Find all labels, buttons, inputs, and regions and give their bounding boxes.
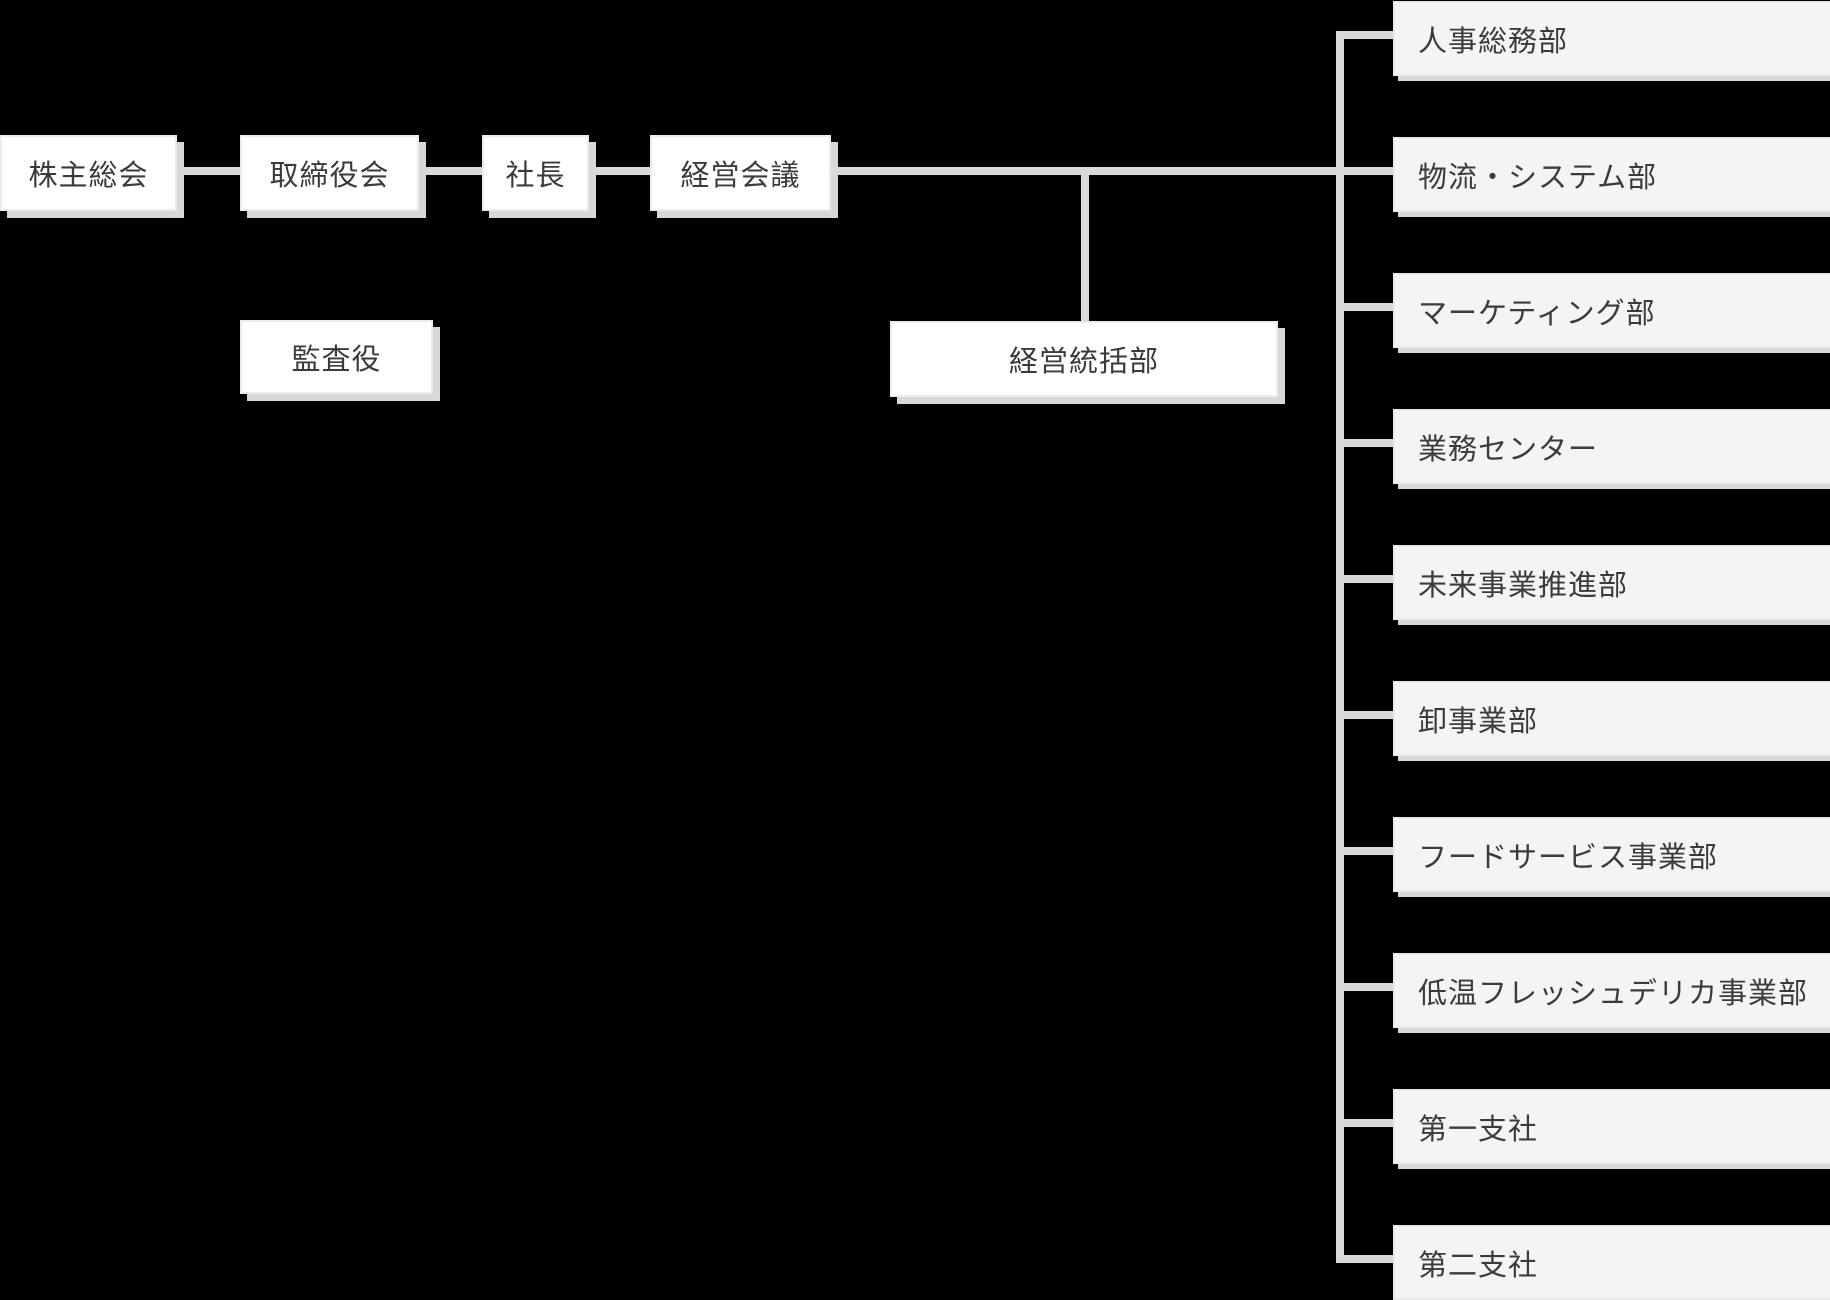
connector-trunk-department	[1344, 847, 1393, 855]
connector-trunk-department	[1344, 167, 1393, 175]
node-department: 人事総務部	[1393, 1, 1830, 76]
node-department: 第一支社	[1393, 1089, 1830, 1164]
node-board-of-directors: 取締役会	[240, 135, 419, 211]
node-label: 株主総会	[28, 160, 149, 192]
node-president: 社長	[482, 135, 589, 211]
connector-shareholders-board	[177, 167, 240, 175]
node-shareholders-meeting: 株主総会	[0, 135, 177, 211]
department-label: 物流・システム部	[1418, 161, 1658, 194]
department-label: 第一支社	[1418, 1113, 1539, 1146]
department-label: フードサービス事業部	[1418, 841, 1719, 874]
node-label: 監査役	[291, 344, 382, 376]
node-department: マーケティング部	[1393, 273, 1830, 348]
department-label: 未来事業推進部	[1418, 569, 1629, 602]
connector-trunk-department	[1344, 31, 1393, 39]
connector-board-president	[419, 167, 482, 175]
node-management-division: 経営統括部	[890, 321, 1278, 397]
connector-president-meeting	[589, 167, 650, 175]
node-department: 未来事業推進部	[1393, 545, 1830, 620]
node-department: 低温フレッシュデリカ事業部	[1393, 953, 1830, 1028]
department-label: 卸事業部	[1418, 705, 1539, 738]
connector-trunk-department	[1344, 1119, 1393, 1127]
connector-meeting-management-division	[1081, 171, 1089, 321]
node-management-meeting: 経営会議	[650, 135, 831, 211]
connector-trunk-department	[1344, 439, 1393, 447]
node-label: 経営会議	[680, 160, 801, 192]
node-department: 業務センター	[1393, 409, 1830, 484]
node-department: 第二支社	[1393, 1225, 1830, 1300]
node-label: 社長	[505, 160, 566, 192]
node-label: 取締役会	[269, 160, 390, 192]
node-department: 物流・システム部	[1393, 137, 1830, 212]
connector-trunk-department	[1344, 575, 1393, 583]
connector-trunk-department	[1344, 1255, 1393, 1263]
node-label: 経営統括部	[1008, 346, 1159, 378]
department-label: 業務センター	[1418, 433, 1599, 466]
node-department: 卸事業部	[1393, 681, 1830, 756]
connector-trunk-department	[1344, 711, 1393, 719]
node-department: フードサービス事業部	[1393, 817, 1830, 892]
department-label: 第二支社	[1418, 1249, 1539, 1282]
connector-trunk-department	[1344, 983, 1393, 991]
node-auditor: 監査役	[240, 320, 433, 394]
department-label: 人事総務部	[1418, 25, 1569, 58]
department-label: 低温フレッシュデリカ事業部	[1418, 977, 1809, 1010]
connector-trunk-department	[1344, 303, 1393, 311]
trunk-line	[1336, 31, 1344, 1263]
department-label: マーケティング部	[1418, 297, 1656, 330]
